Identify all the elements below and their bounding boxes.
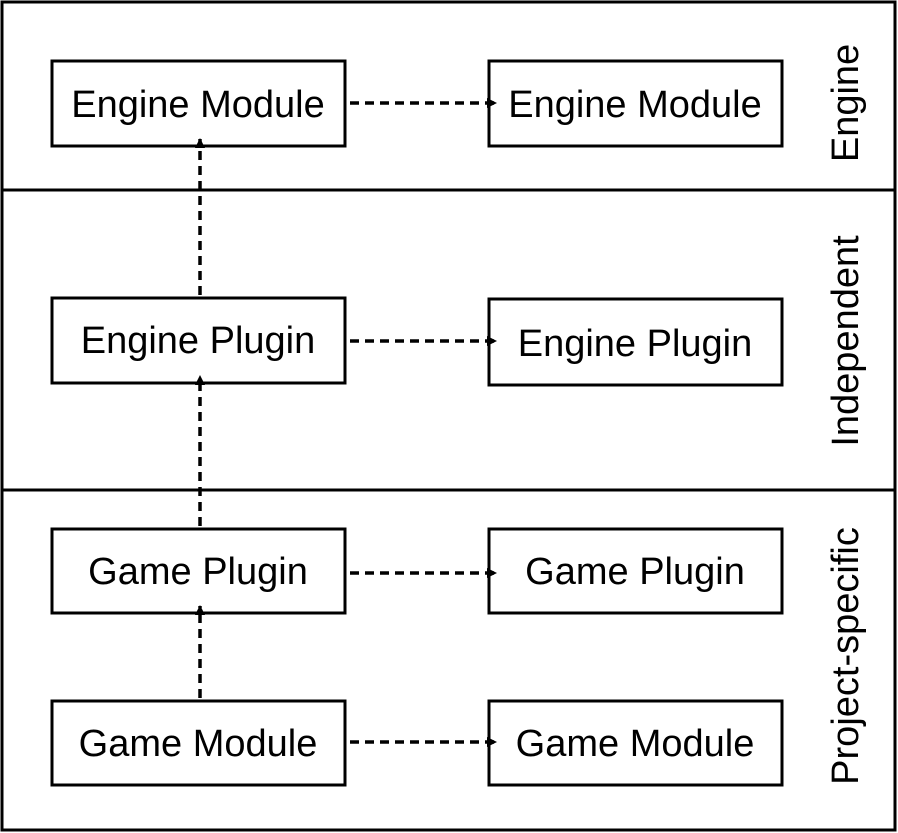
engine-plugin-left-label: Engine Plugin bbox=[81, 320, 316, 362]
game-plugin-left-label: Game Plugin bbox=[88, 551, 308, 593]
band-label-engine: Engine bbox=[825, 44, 867, 162]
game-module-right-box bbox=[487, 699, 784, 787]
game-plugin-right-label: Game Plugin bbox=[525, 551, 745, 593]
game-plugin-left-box bbox=[50, 527, 347, 615]
engine-plugin-right-label: Engine Plugin bbox=[518, 323, 753, 365]
engine-module-right-box bbox=[487, 59, 784, 148]
game-module-left-box bbox=[50, 699, 347, 787]
band-label-project-specific: Project-specific bbox=[825, 527, 867, 785]
engine-module-right-label: Engine Module bbox=[508, 84, 762, 126]
engine-plugin-left-box bbox=[50, 296, 347, 385]
game-module-left-label: Game Module bbox=[79, 723, 318, 765]
band-label-independent: Independent bbox=[825, 235, 867, 447]
game-module-right-label: Game Module bbox=[516, 723, 755, 765]
engine-module-left-label: Engine Module bbox=[71, 84, 325, 126]
engine-module-left-box bbox=[50, 59, 347, 148]
engine-plugin-right-box bbox=[487, 297, 784, 387]
game-plugin-right-box bbox=[487, 527, 784, 615]
